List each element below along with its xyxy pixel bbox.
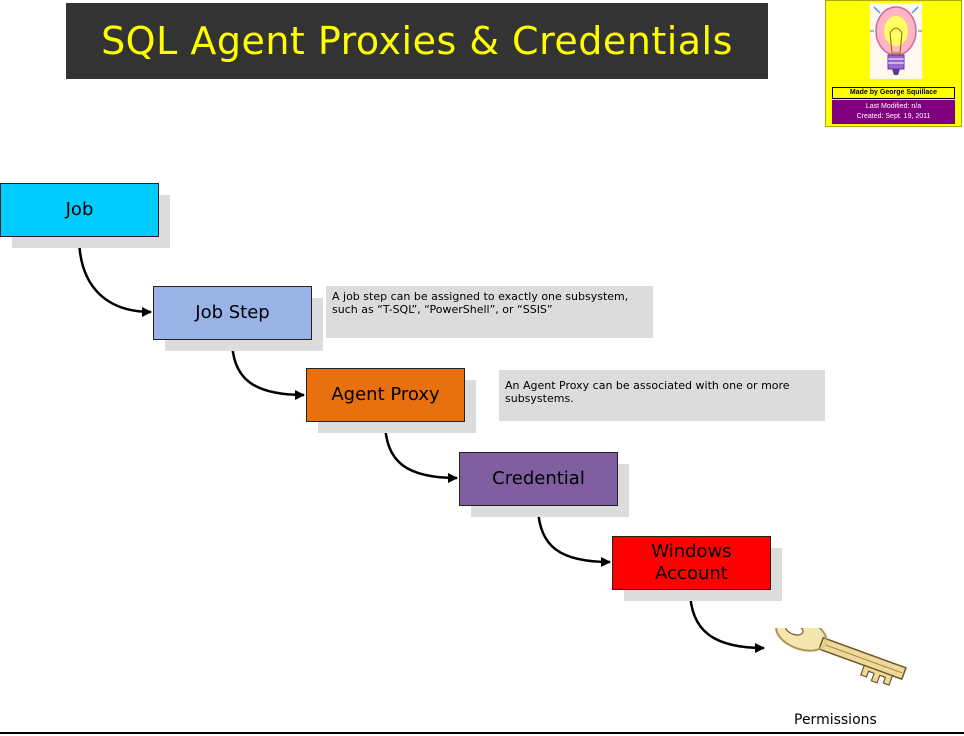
key-icon [774, 628, 907, 686]
job-step-note: A job step can be assigned to exactly on… [326, 286, 653, 338]
job-step-label: Job Step [195, 302, 270, 323]
windows-account-label-line2: Account [655, 563, 728, 584]
windows-account-label-line1: Windows [651, 541, 732, 562]
arrow-windows-to-key [688, 588, 765, 653]
arrow-job-to-jobstep [77, 235, 152, 317]
credential-label: Credential [492, 468, 585, 489]
badge-dates: Last Modified: n/a Created: Sept. 19, 20… [832, 100, 955, 124]
job-label: Job [65, 199, 94, 220]
agent-proxy-box: Agent Proxy [306, 368, 465, 422]
windows-account-box: Windows Account [612, 536, 771, 590]
arrow-credential-to-windows [536, 504, 611, 567]
page-title: SQL Agent Proxies & Credentials [101, 19, 733, 63]
arrow-jobstep-to-proxy [230, 338, 305, 400]
title-bar: SQL Agent Proxies & Credentials [66, 3, 768, 79]
author-badge: Made by George Squillace Last Modified: … [825, 0, 962, 127]
credential-box: Credential [459, 452, 618, 506]
badge-author: Made by George Squillace [832, 87, 955, 99]
bottom-divider [0, 732, 964, 734]
agent-proxy-note: An Agent Proxy can be associated with on… [499, 370, 825, 421]
arrow-proxy-to-credential [383, 420, 458, 483]
job-step-box: Job Step [153, 286, 312, 340]
badge-created: Created: Sept. 19, 2011 [856, 113, 931, 120]
permissions-label: Permissions [794, 712, 877, 728]
badge-last-modified: Last Modified: n/a [865, 103, 922, 110]
light-bulb-icon [870, 3, 922, 79]
agent-proxy-label: Agent Proxy [331, 384, 440, 405]
job-box: Job [0, 183, 159, 237]
